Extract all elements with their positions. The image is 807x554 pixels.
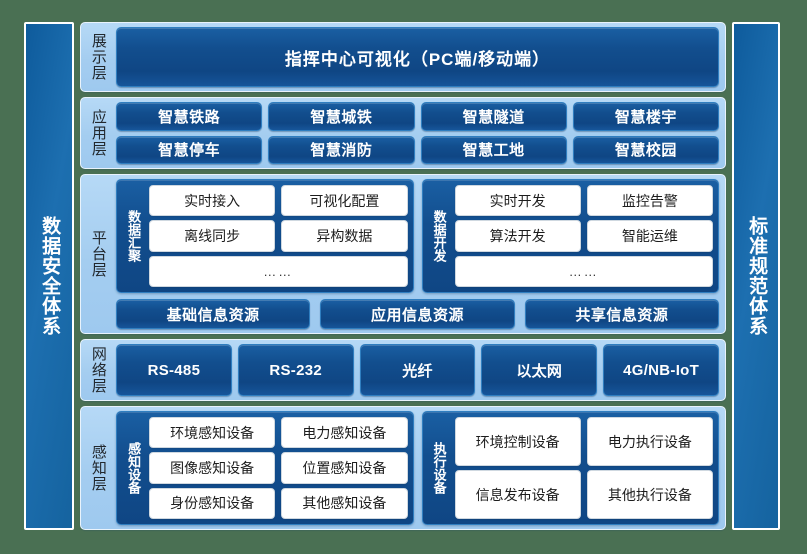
right-pillar-standards: 标准规范体系 — [732, 22, 780, 530]
agg-item-realtime-access[interactable]: 实时接入 — [149, 185, 276, 217]
layer-sensing-label: 感知层 — [89, 444, 107, 492]
sensor-item-identity[interactable]: 身份感知设备 — [149, 487, 276, 519]
layer-display: 展示层 指挥中心可视化（PC端/移动端） — [80, 22, 726, 92]
actuator-item-other[interactable]: 其他执行设备 — [586, 470, 713, 519]
actuator-item-environment-control[interactable]: 环境控制设备 — [454, 417, 581, 466]
group-row: 环境控制设备 电力执行设备 — [454, 417, 713, 466]
group-row: 离线同步 异构数据 — [149, 220, 408, 252]
agg-item-more[interactable]: …… — [149, 255, 408, 287]
actuator-item-info-release[interactable]: 信息发布设备 — [454, 470, 581, 519]
application-grid: 智慧铁路 智慧城铁 智慧隧道 智慧楼宇 智慧停车 智慧消防 智慧工地 智慧校园 — [116, 102, 719, 164]
left-pillar-data-security: 数据安全体系 — [24, 22, 74, 530]
sensing-group-actuators-items: 环境控制设备 电力执行设备 信息发布设备 其他执行设备 — [454, 417, 713, 519]
platform-group-aggregation-label: 数据汇聚 — [126, 210, 142, 262]
sensor-item-other[interactable]: 其他感知设备 — [281, 487, 408, 519]
dev-item-more[interactable]: …… — [454, 255, 713, 287]
group-row: 实时开发 监控告警 — [454, 185, 713, 217]
dev-item-smart-ops[interactable]: 智能运维 — [586, 220, 713, 252]
right-pillar-label: 标准规范体系 — [746, 216, 768, 336]
resource-basic-info[interactable]: 基础信息资源 — [116, 299, 311, 329]
dev-item-monitor-alarm[interactable]: 监控告警 — [586, 185, 713, 217]
sensing-group-sensors-items: 环境感知设备 电力感知设备 图像感知设备 位置感知设备 身份感知设备 其他感知设… — [149, 417, 408, 519]
dev-item-algorithm-dev[interactable]: 算法开发 — [454, 220, 581, 252]
net-item-fiber[interactable]: 光纤 — [359, 344, 476, 396]
group-row: 实时接入 可视化配置 — [149, 185, 408, 217]
layer-application: 应用层 智慧铁路 智慧城铁 智慧隧道 智慧楼宇 智慧停车 智慧消防 智慧工地 智… — [80, 97, 726, 169]
layer-network-label: 网络层 — [89, 346, 107, 394]
layer-application-label: 应用层 — [89, 109, 107, 157]
net-item-rs232[interactable]: RS-232 — [237, 344, 354, 396]
sensing-grid: 感知设备 环境感知设备 电力感知设备 图像感知设备 位置感知设备 — [116, 411, 719, 525]
app-item-smart-campus[interactable]: 智慧校园 — [572, 135, 719, 164]
net-item-ethernet[interactable]: 以太网 — [481, 344, 598, 396]
layer-platform: 平台层 数据汇聚 实时接入 可视化配置 离线同步 异 — [80, 174, 726, 334]
group-row: 身份感知设备 其他感知设备 — [149, 487, 408, 519]
sensing-group-sensors-label: 感知设备 — [126, 442, 142, 494]
layer-network: 网络层 RS-485 RS-232 光纤 以太网 4G/NB-IoT — [80, 339, 726, 401]
sensor-item-environment[interactable]: 环境感知设备 — [149, 417, 276, 449]
actuator-item-power[interactable]: 电力执行设备 — [586, 417, 713, 466]
display-command-center-box[interactable]: 指挥中心可视化（PC端/移动端） — [116, 27, 719, 87]
sensing-group-actuators: 执行设备 环境控制设备 电力执行设备 信息发布设备 其他执行设备 — [421, 411, 719, 525]
left-pillar-label: 数据安全体系 — [39, 216, 61, 336]
group-row: 信息发布设备 其他执行设备 — [454, 470, 713, 519]
resource-app-info[interactable]: 应用信息资源 — [320, 299, 515, 329]
platform-group-data-aggregation: 数据汇聚 实时接入 可视化配置 离线同步 异构数据 …… — [116, 179, 414, 293]
layer-display-label: 展示层 — [89, 33, 107, 81]
app-item-smart-metro[interactable]: 智慧城铁 — [268, 102, 415, 131]
group-row: 图像感知设备 位置感知设备 — [149, 452, 408, 484]
sensing-group-sensors: 感知设备 环境感知设备 电力感知设备 图像感知设备 位置感知设备 — [116, 411, 414, 525]
layer-network-body: RS-485 RS-232 光纤 以太网 4G/NB-IoT — [116, 344, 719, 396]
dev-item-realtime-dev[interactable]: 实时开发 — [454, 185, 581, 217]
group-row: …… — [149, 255, 408, 287]
platform-group-aggregation-items: 实时接入 可视化配置 离线同步 异构数据 …… — [149, 185, 408, 287]
group-row: 环境感知设备 电力感知设备 — [149, 417, 408, 449]
group-row: …… — [454, 255, 713, 287]
app-item-smart-parking[interactable]: 智慧停车 — [116, 135, 263, 164]
platform-resource-row: 基础信息资源 应用信息资源 共享信息资源 — [116, 299, 719, 329]
group-row: 算法开发 智能运维 — [454, 220, 713, 252]
layer-display-body: 指挥中心可视化（PC端/移动端） — [116, 27, 719, 87]
layer-sensing-body: 感知设备 环境感知设备 电力感知设备 图像感知设备 位置感知设备 — [116, 411, 719, 525]
resource-shared-info[interactable]: 共享信息资源 — [524, 299, 719, 329]
sensing-group-actuators-label: 执行设备 — [431, 442, 447, 494]
app-item-smart-building[interactable]: 智慧楼宇 — [572, 102, 719, 131]
platform-groups: 数据汇聚 实时接入 可视化配置 离线同步 异构数据 …… — [116, 179, 719, 293]
app-item-smart-railway[interactable]: 智慧铁路 — [116, 102, 263, 131]
sensor-item-image[interactable]: 图像感知设备 — [149, 452, 276, 484]
layer-platform-label: 平台层 — [89, 230, 107, 278]
network-grid: RS-485 RS-232 光纤 以太网 4G/NB-IoT — [116, 344, 719, 396]
agg-item-offline-sync[interactable]: 离线同步 — [149, 220, 276, 252]
layer-stack: 展示层 指挥中心可视化（PC端/移动端） 应用层 智慧铁路 智慧城铁 智慧隧道 … — [80, 22, 726, 530]
net-item-rs485[interactable]: RS-485 — [116, 344, 232, 396]
layer-platform-body: 数据汇聚 实时接入 可视化配置 离线同步 异构数据 …… — [116, 179, 719, 329]
layer-application-body: 智慧铁路 智慧城铁 智慧隧道 智慧楼宇 智慧停车 智慧消防 智慧工地 智慧校园 — [116, 102, 719, 164]
app-item-smart-fire[interactable]: 智慧消防 — [268, 135, 415, 164]
layer-sensing: 感知层 感知设备 环境感知设备 电力感知设备 图像感知设备 — [80, 406, 726, 530]
sensor-item-position[interactable]: 位置感知设备 — [281, 452, 408, 484]
platform-group-data-development: 数据开发 实时开发 监控告警 算法开发 智能运维 …… — [421, 179, 719, 293]
platform-group-development-label: 数据开发 — [431, 210, 447, 262]
net-item-4g-nbiot[interactable]: 4G/NB-IoT — [603, 344, 719, 396]
agg-item-heterogeneous-data[interactable]: 异构数据 — [281, 220, 408, 252]
app-item-smart-tunnel[interactable]: 智慧隧道 — [420, 102, 567, 131]
platform-group-development-items: 实时开发 监控告警 算法开发 智能运维 …… — [454, 185, 713, 287]
sensor-item-power[interactable]: 电力感知设备 — [281, 417, 408, 449]
app-item-smart-site[interactable]: 智慧工地 — [420, 135, 567, 164]
agg-item-visual-config[interactable]: 可视化配置 — [281, 185, 408, 217]
